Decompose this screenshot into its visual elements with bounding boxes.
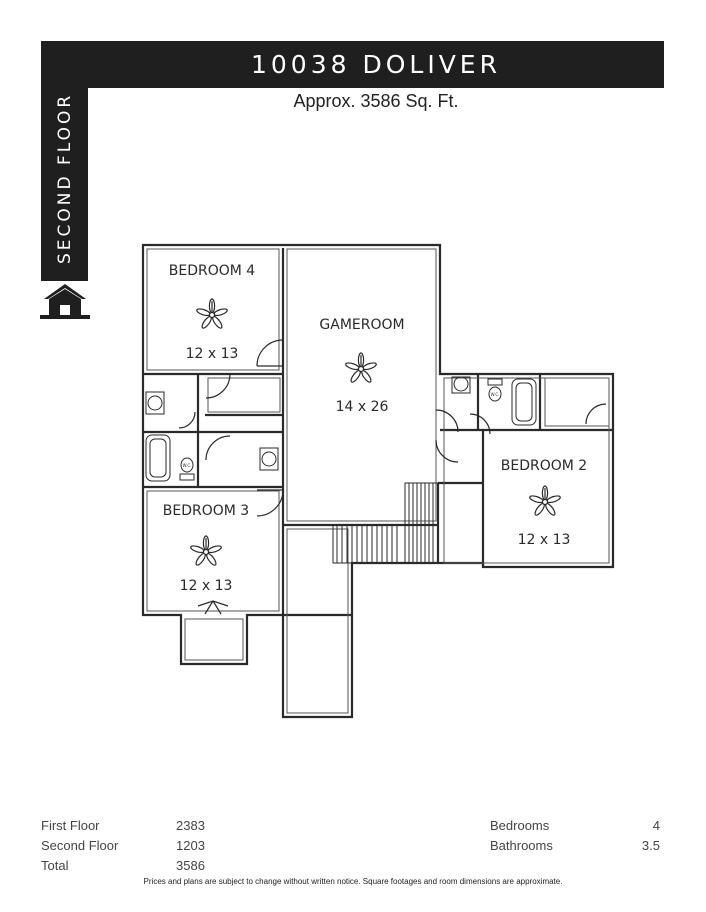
wc-label: W.C. [183,463,192,468]
room-name-bedroom-3: BEDROOM 3 [163,503,249,519]
house-icon [40,281,90,319]
stat-bedrooms-label: Bedrooms [490,818,550,833]
stat-first-floor-label: First Floor [41,818,100,833]
stat-bedrooms-value: 4 [652,818,660,833]
square-footage: Approx. 3586 Sq. Ft. [293,91,459,111]
room-name-bedroom-2: BEDROOM 2 [501,458,587,474]
disclaimer: Prices and plans are subject to change w… [143,877,563,886]
room-name-gameroom: GAMEROOM [319,317,404,333]
ceiling-fan-icon [189,535,223,568]
stat-bathrooms-value: 3.5 [641,838,660,853]
floor-sidebar [41,88,88,285]
stat-second-floor-value: 1203 [176,838,205,853]
stat-total-value: 3586 [176,858,205,873]
room-name-bedroom-4: BEDROOM 4 [169,263,256,279]
room-dims-gameroom: 14 x 26 [336,399,389,415]
ceiling-fan-icon [528,485,562,518]
stat-bathrooms-label: Bathrooms [490,838,553,853]
room-dims-bedroom-3: 12 x 13 [180,578,233,594]
room-dims-bedroom-4: 12 x 13 [186,346,239,362]
wc-label: W.C. [491,392,500,397]
stat-second-floor-label: Second Floor [41,838,119,853]
stat-total-label: Total [41,858,69,873]
title-bar [41,41,664,88]
ceiling-fan-icon [344,352,378,385]
room-dims-bedroom-2: 12 x 13 [518,532,571,548]
stat-first-floor-value: 2383 [176,818,205,833]
ceiling-fan-icon [195,298,229,331]
plan-title: 10038 DOLIVER [251,50,501,79]
